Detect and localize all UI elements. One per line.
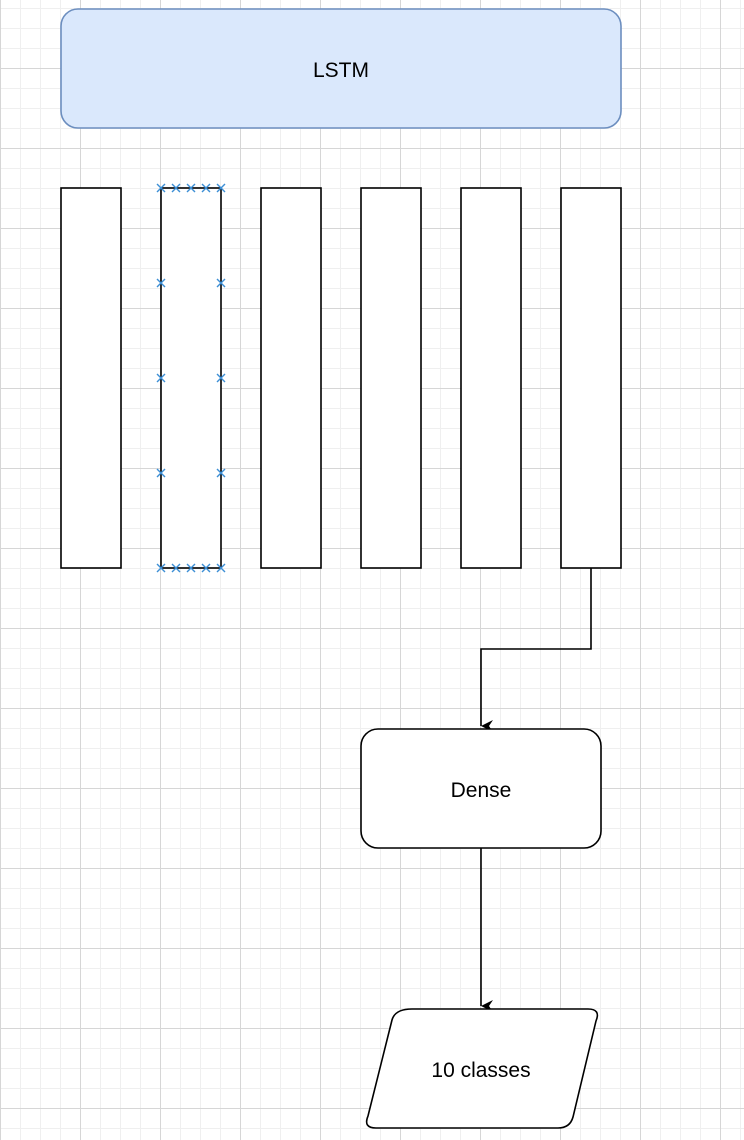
timestep-bar[interactable] [560, 187, 622, 569]
timestep-bar[interactable] [260, 187, 322, 569]
output-label: 10 classes [431, 1059, 530, 1082]
selection-handles[interactable] [156, 183, 226, 573]
timestep-bar[interactable] [360, 187, 422, 569]
timestep-bar[interactable] [460, 187, 522, 569]
timestep-to-dense-arrow[interactable] [480, 568, 592, 732]
timestep-row [60, 183, 622, 573]
timestep-bar[interactable] [156, 183, 226, 573]
dense-label: Dense [451, 779, 512, 802]
lstm-label: LSTM [313, 59, 369, 82]
output-classes-block[interactable]: 10 classes [365, 1008, 599, 1129]
dense-block[interactable]: Dense [360, 728, 602, 849]
lstm-block[interactable]: LSTM [60, 8, 622, 129]
timestep-bar[interactable] [60, 187, 122, 569]
